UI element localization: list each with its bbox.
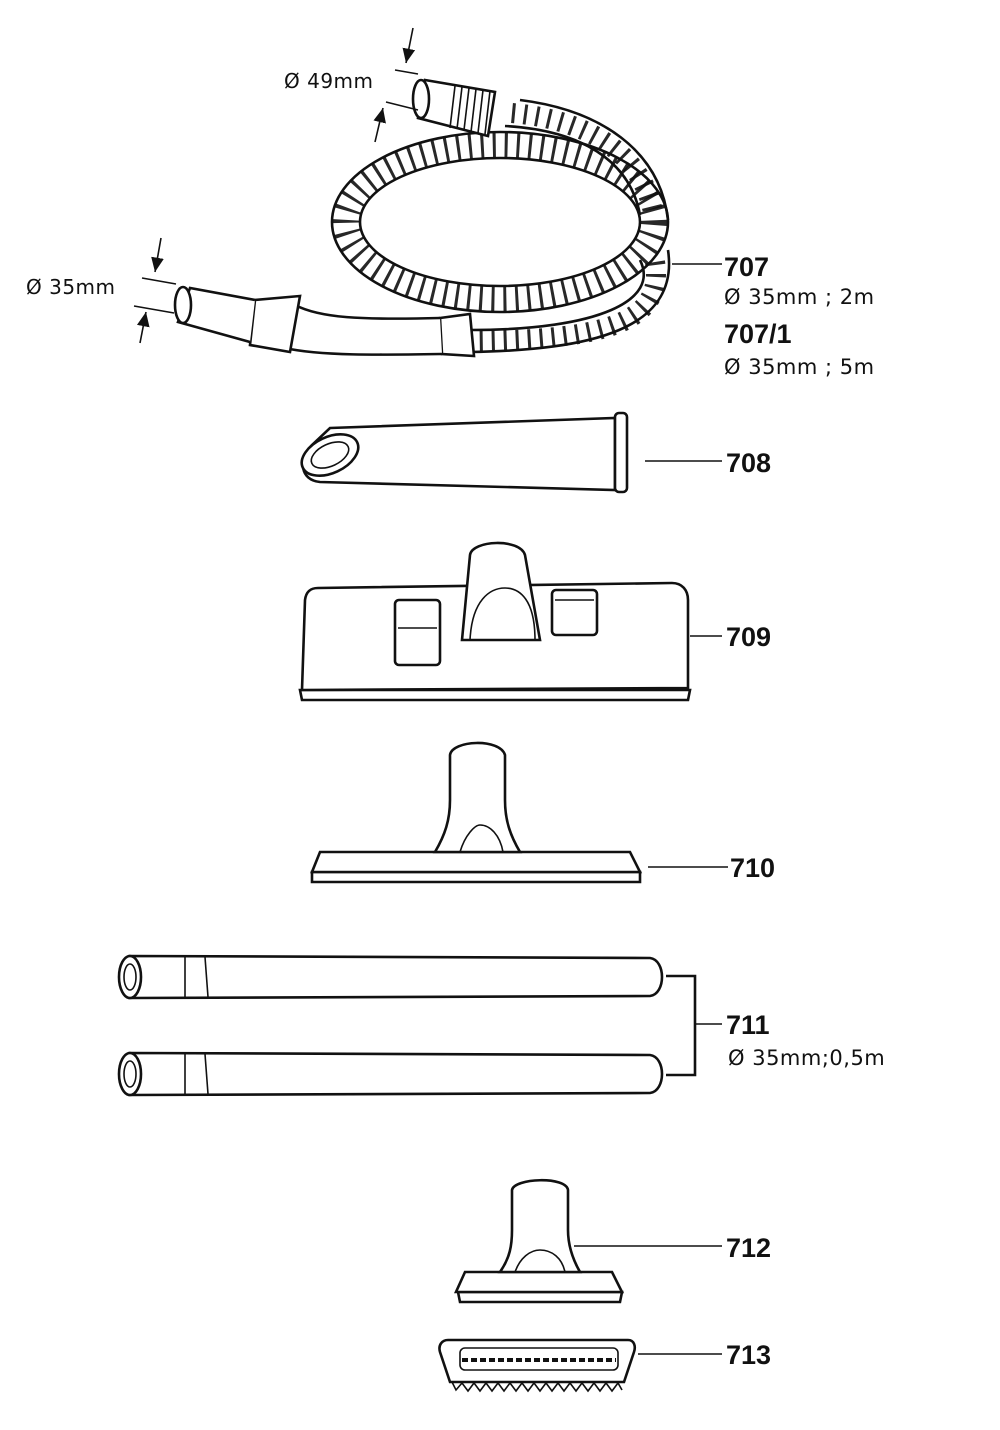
dimension-small-end: Ø 35mm xyxy=(26,275,116,299)
part-spec-707-1: Ø 35mm ; 5m xyxy=(724,355,875,379)
wet-nozzle-drawing xyxy=(310,741,728,884)
part-number-708: 708 xyxy=(726,448,771,478)
part-number-710: 710 xyxy=(730,853,775,883)
part-number-709: 709 xyxy=(726,622,771,652)
crevice-nozzle-drawing xyxy=(300,411,722,494)
upholstery-nozzle-drawing xyxy=(453,1178,722,1304)
part-number-707: 707 xyxy=(724,252,769,282)
hose-drawing xyxy=(133,27,722,358)
part-spec-707: Ø 35mm ; 2m xyxy=(724,285,875,309)
dimension-large-end: Ø 49mm xyxy=(284,69,374,93)
brush-insert-drawing xyxy=(438,1338,722,1393)
extension-tubes-drawing xyxy=(117,954,722,1097)
part-number-711: 711 xyxy=(726,1010,770,1040)
floor-nozzle-drawing xyxy=(298,541,722,702)
part-number-712: 712 xyxy=(726,1233,771,1263)
part-spec-711: Ø 35mm;0,5m xyxy=(728,1046,885,1070)
part-number-707-1: 707/1 xyxy=(724,319,792,349)
part-number-713: 713 xyxy=(726,1340,771,1370)
